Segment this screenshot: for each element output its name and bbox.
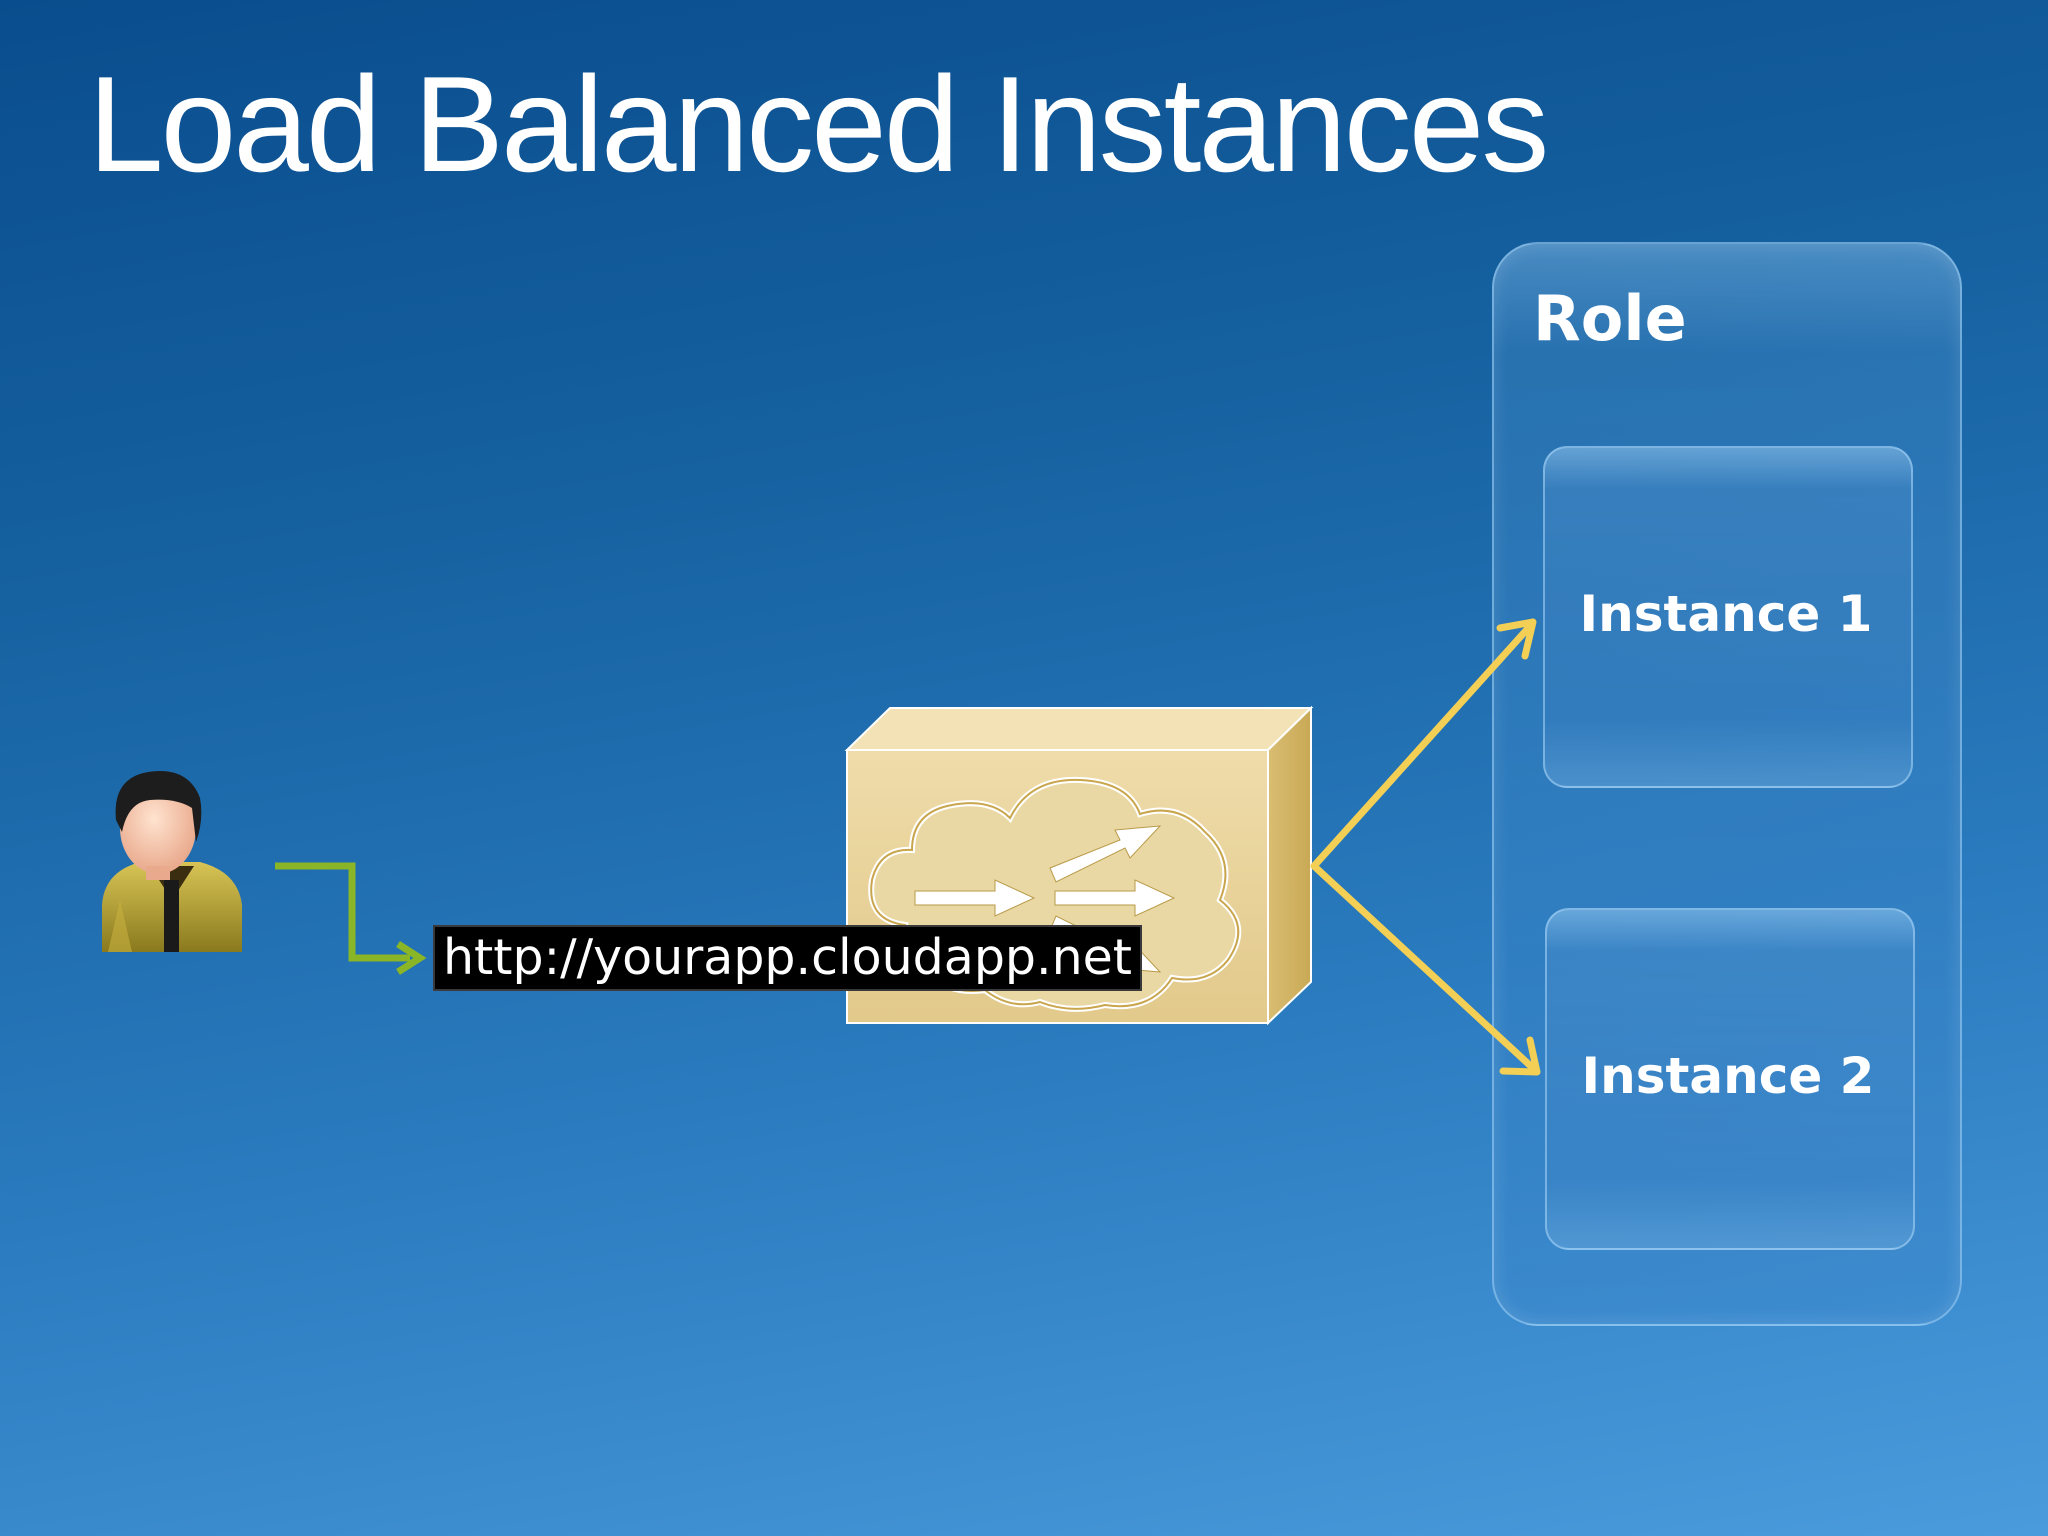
distribution-arrows [1310,618,1541,1076]
user-request-arrow [275,862,427,975]
instance-2-box [1545,908,1915,1250]
role-label: Role [1533,282,1687,355]
instance-1-label: Instance 1 [1579,585,1873,643]
url-label: http://yourapp.cloudapp.net [433,925,1143,991]
user-person-icon [102,771,242,952]
instance-1-box [1543,446,1913,788]
instance-2-label: Instance 2 [1581,1047,1875,1105]
slide-title: Load Balanced Instances [88,48,1549,200]
